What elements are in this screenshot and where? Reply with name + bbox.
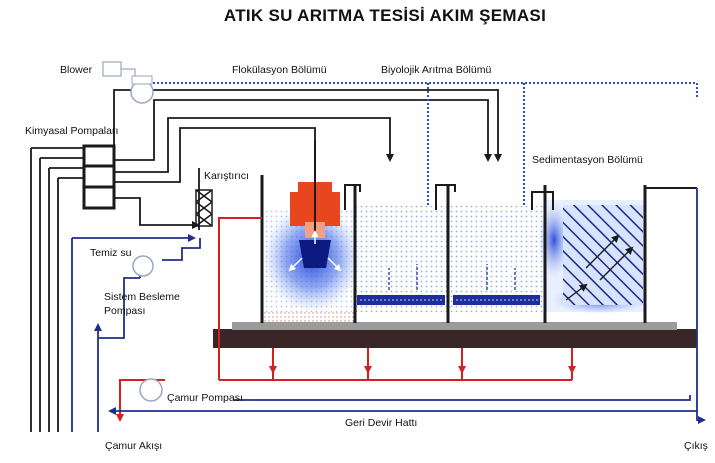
lamella-pack [563,205,643,305]
label-blower: Blower [60,64,93,76]
label-cikis: Çıkış [684,440,708,452]
tank-floor [232,322,677,330]
sludge-layer [262,311,354,323]
label-pompasi: Pompası [104,305,145,317]
label-camur-pompasi: Çamur Pompası [167,392,243,404]
blower [102,61,154,104]
label-camur-akisi: Çamur Akışı [105,440,162,452]
label-kimyasal: Kimyasal Pompaları [25,125,118,137]
label-flokulasyon: Flokülasyon Bölümü [232,64,327,76]
sed-flow-arrows [565,234,634,301]
sludge-pump [139,378,163,402]
static-mixer [195,189,213,227]
aeration-bubbles-dark [388,264,516,290]
return-line [108,188,706,424]
label-biyolojik: Biyolojik Arıtma Bölümü [381,64,491,76]
feed-pump [132,255,154,277]
label-sedimentasyon: Sedimentasyon Bölümü [532,154,643,166]
sludge-arrows [269,348,576,374]
label-geri-devir: Geri Devir Hattı [345,417,417,429]
label-karistirici: Karıştırıcı [204,170,249,182]
tank-baffles [344,184,697,210]
label-sistem-besleme: Sistem Besleme [104,291,180,303]
label-temiz-su: Temiz su [90,247,132,259]
chemical-lines [30,89,502,432]
bio-water [355,206,545,312]
air-line [153,82,698,206]
mixer [288,140,342,272]
tank-walls [260,175,647,323]
tank-base [213,329,697,348]
aeration-bubbles [382,262,516,290]
diagram-title: ATIK SU ARITMA TESİSİ AKIM ŞEMASI [224,6,546,25]
chemical-pumps [82,144,116,210]
